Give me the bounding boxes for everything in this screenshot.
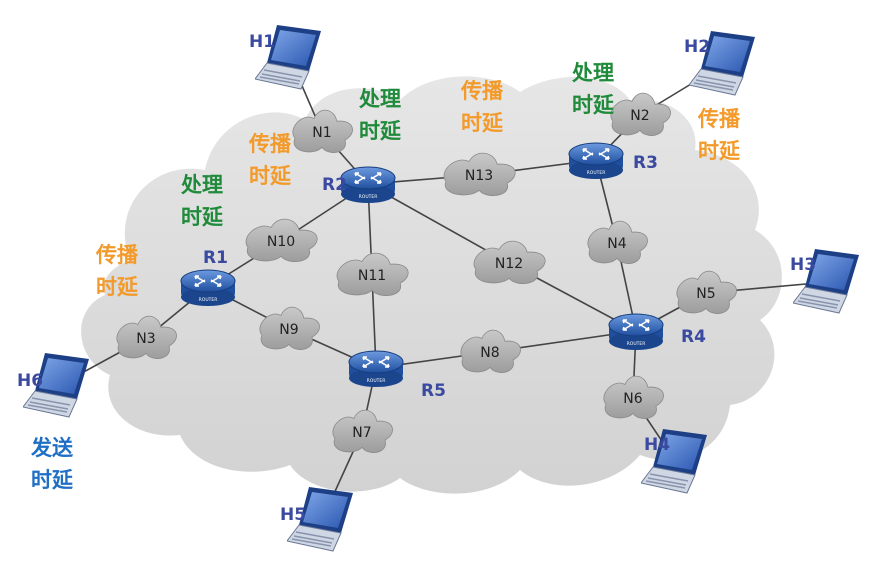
router-arrows-icon — [362, 356, 390, 368]
host-label: H3 — [790, 255, 816, 275]
host-h3: H3 — [790, 248, 860, 314]
host-h2: H2 — [684, 30, 756, 96]
delay-label-line: 传播 — [460, 79, 504, 103]
router-label: R4 — [681, 327, 706, 347]
delay-label-line: 时延 — [181, 205, 224, 229]
network-cloud-n2: N2 — [610, 92, 671, 136]
delay-label-line: 时延 — [572, 93, 615, 117]
delay-label-line: 发送 — [30, 436, 74, 460]
router-label: R2 — [322, 175, 347, 195]
network-label: N3 — [136, 331, 155, 347]
delay-label-line: 传播 — [95, 243, 139, 267]
network-cloud-n5: N5 — [676, 270, 737, 314]
host-h6: H6 — [17, 352, 90, 418]
host-h4: H4 — [641, 428, 708, 494]
internet-cloud — [81, 76, 782, 494]
router-label: R5 — [421, 381, 446, 401]
network-label: N6 — [623, 391, 642, 407]
delay-label-line: 传播 — [697, 107, 741, 131]
router-r5: ROUTER — [348, 350, 404, 387]
router-r1: ROUTER — [180, 269, 236, 306]
network-label: N13 — [465, 168, 493, 184]
network-label: N11 — [358, 268, 386, 284]
router-arrows-icon — [354, 172, 382, 184]
delay-label-line: 处理 — [180, 173, 223, 197]
host-h1: H1 — [249, 24, 322, 90]
network-label: N10 — [267, 234, 295, 250]
network-label: N4 — [607, 236, 626, 252]
host-h5: H5 — [280, 486, 354, 552]
host-label: H2 — [684, 37, 710, 57]
network-cloud-n1: N1 — [292, 109, 353, 153]
host-label: H5 — [280, 505, 306, 525]
router-arrows-icon — [582, 148, 610, 160]
router-r3: ROUTER — [568, 142, 624, 179]
delay-label-line: 处理 — [358, 87, 401, 111]
network-label: N7 — [352, 425, 371, 441]
router-label: R3 — [633, 153, 658, 173]
delay-label-line: 时延 — [461, 111, 504, 135]
router-arrows-icon — [622, 319, 650, 331]
delay-label-line: 时延 — [96, 275, 139, 299]
delay-label-line: 时延 — [359, 119, 402, 143]
delay-label-line: 时延 — [249, 164, 292, 188]
delay-label-line: 时延 — [698, 139, 741, 163]
delay-label-line: 时延 — [31, 468, 74, 492]
network-cloud-n8: N8 — [460, 329, 521, 373]
network-cloud-n11: N11 — [336, 252, 409, 296]
host-label: H6 — [17, 371, 43, 391]
router-badge: ROUTER — [199, 297, 218, 303]
network-cloud-n3: N3 — [116, 315, 177, 359]
router-r2: ROUTER — [340, 166, 396, 203]
network-label: N5 — [696, 286, 715, 302]
network-cloud-n9: N9 — [259, 306, 320, 350]
network-cloud-n13: N13 — [443, 152, 516, 196]
host-label: H1 — [249, 32, 275, 52]
router-badge: ROUTER — [359, 194, 378, 200]
network-label: N12 — [495, 256, 523, 272]
delay-label-line: 处理 — [571, 61, 614, 85]
network-cloud-n7: N7 — [332, 409, 393, 453]
delay-label-line: 传播 — [248, 132, 292, 156]
network-cloud-n12: N12 — [473, 240, 546, 284]
host-label: H4 — [644, 435, 670, 455]
router-badge: ROUTER — [367, 378, 386, 384]
network-cloud-n6: N6 — [603, 375, 664, 419]
router-badge: ROUTER — [627, 341, 646, 347]
network-label: N2 — [630, 108, 649, 124]
router-r4: ROUTER — [608, 313, 664, 350]
router-badge: ROUTER — [587, 170, 606, 176]
network-label: N8 — [480, 345, 499, 361]
router-arrows-icon — [194, 275, 222, 287]
network-cloud-n4: N4 — [587, 220, 648, 264]
router-label: R1 — [203, 248, 228, 268]
network-label: N9 — [279, 322, 298, 338]
network-cloud-n10: N10 — [245, 218, 318, 262]
network-label: N1 — [312, 125, 331, 141]
